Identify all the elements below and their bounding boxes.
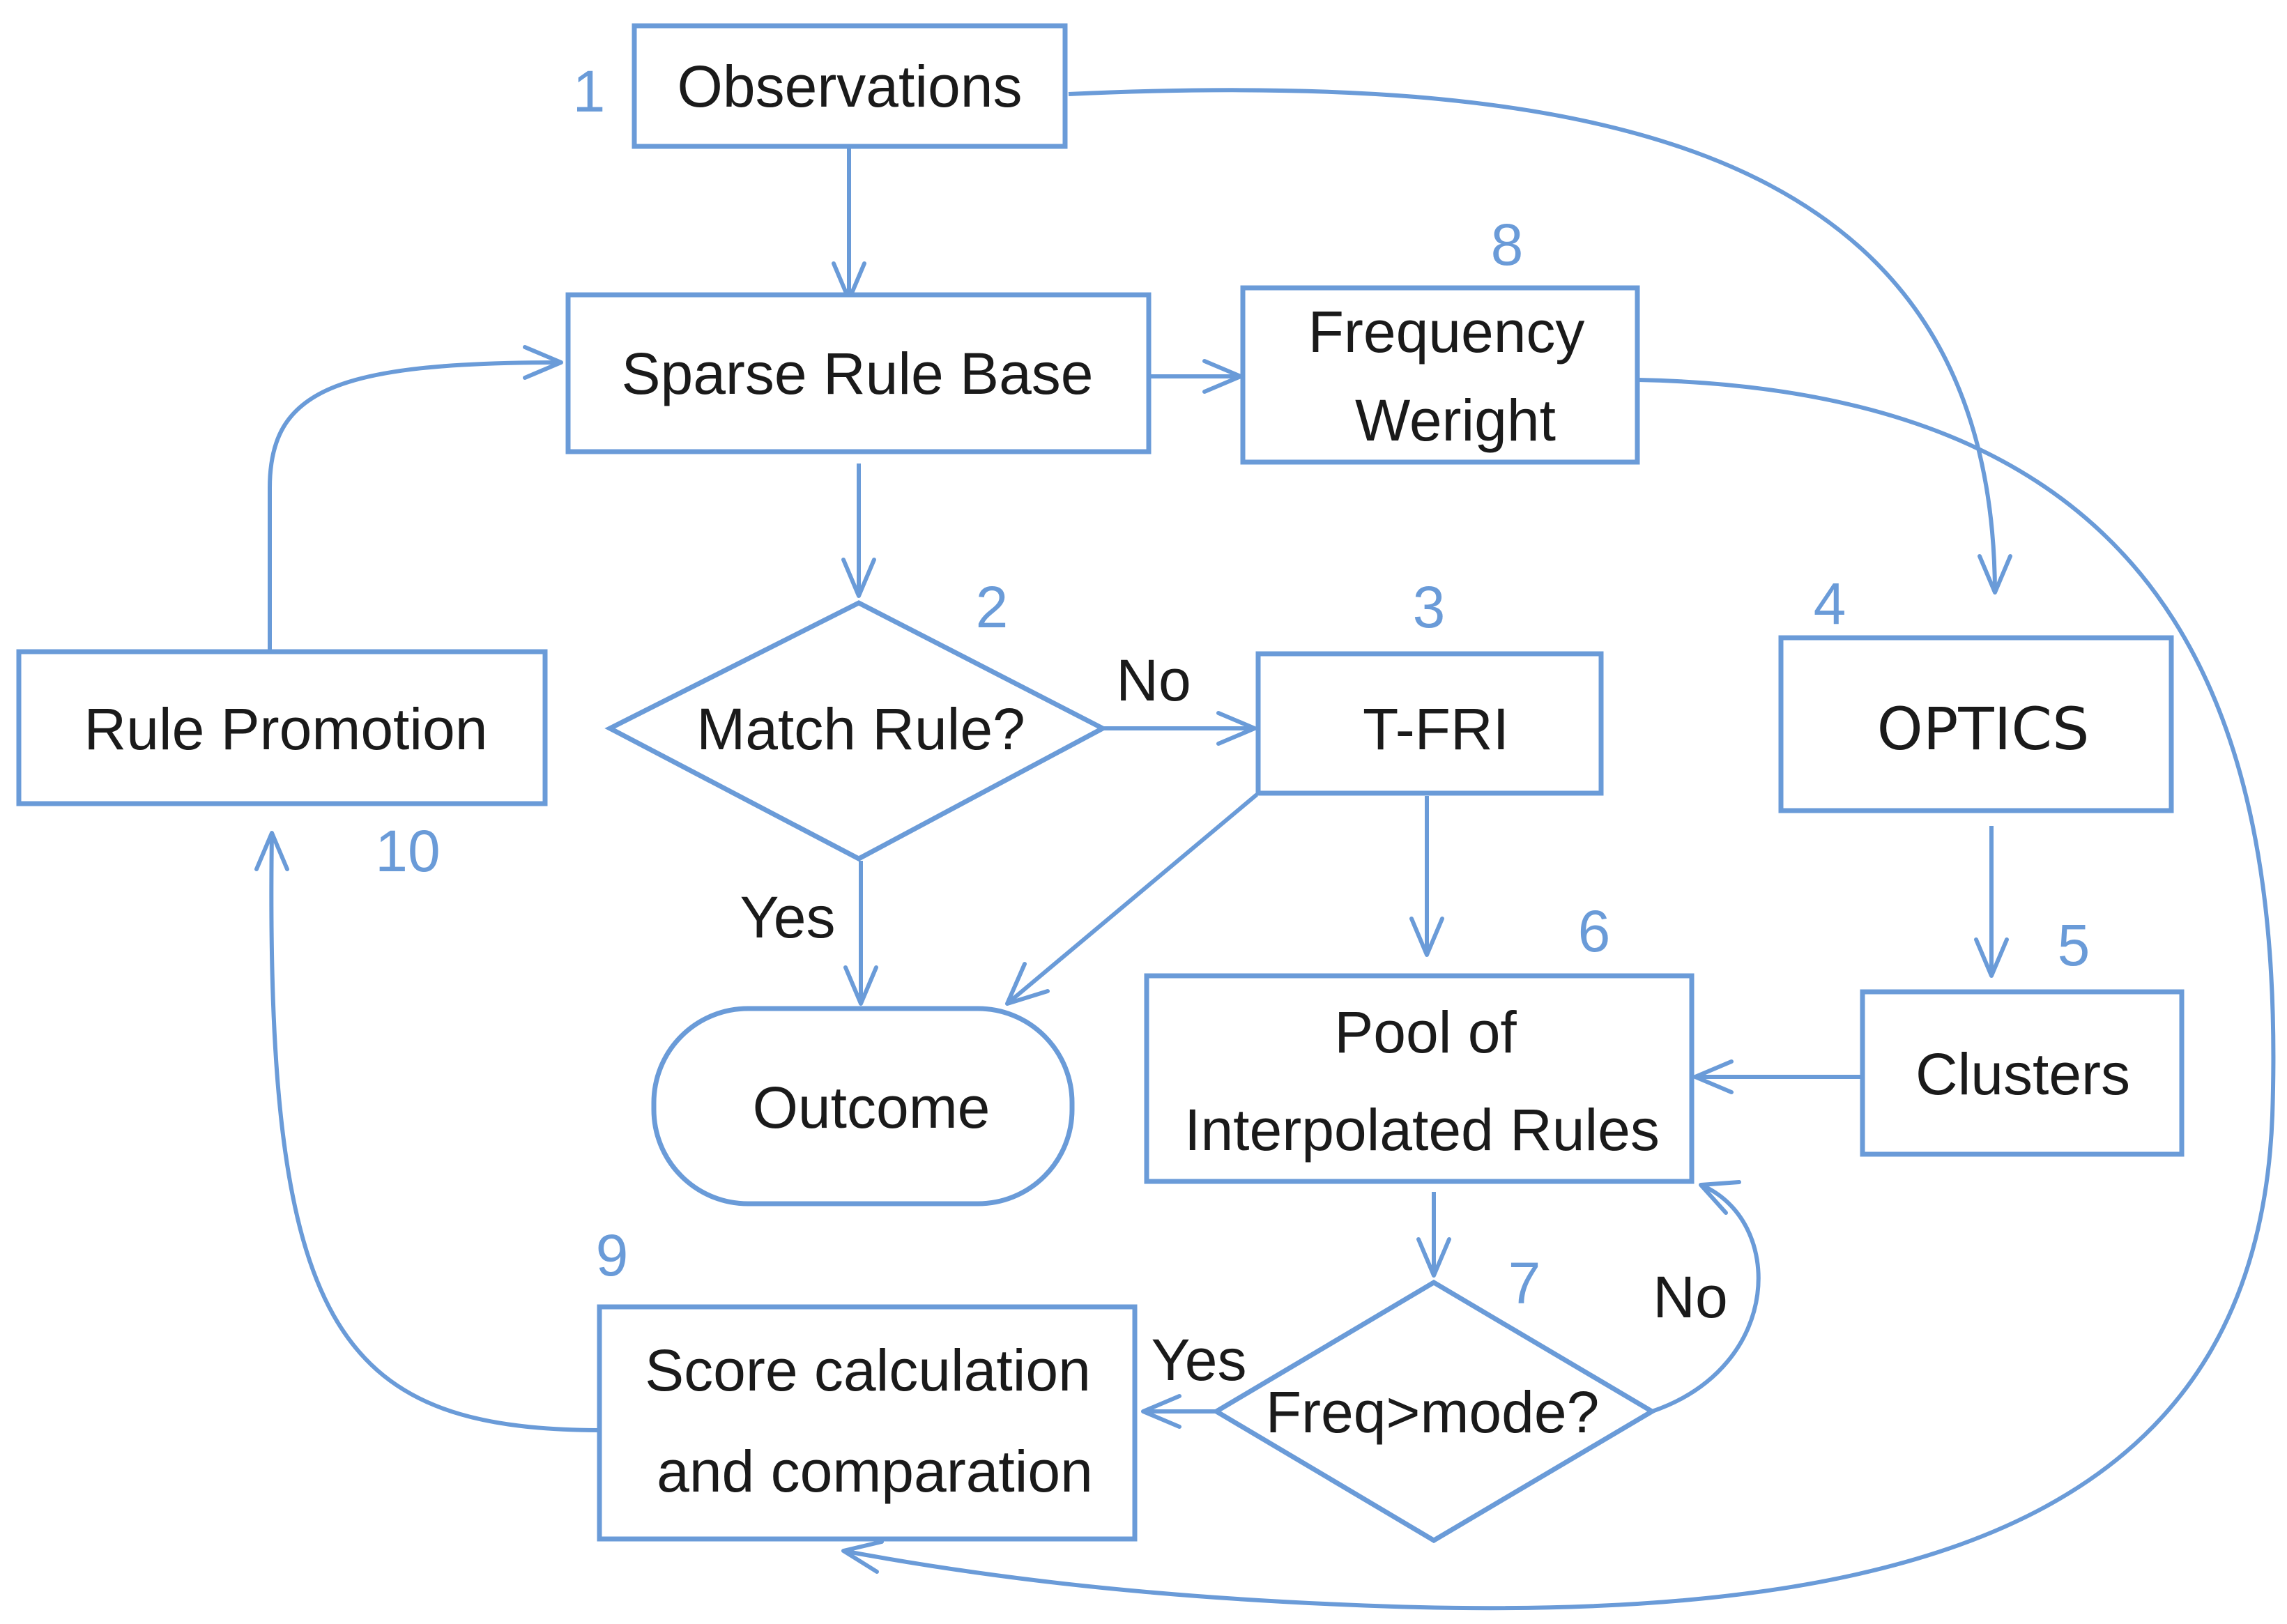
step-number-1: 1	[573, 59, 606, 124]
outcome-label: Outcome	[753, 1075, 990, 1140]
arrowhead-optics-top	[1978, 554, 2012, 595]
arrowhead-outcome-top	[843, 965, 878, 1006]
step-number-6: 6	[1578, 898, 1611, 964]
pool-label-line2: Interpolated Rules	[1184, 1097, 1660, 1163]
arrowhead-rulebase-left	[523, 345, 563, 380]
edge-tfri-to-outcome	[1006, 792, 1258, 1006]
node-t-fri: T-FRI	[1255, 651, 1604, 796]
step-number-5: 5	[2058, 912, 2090, 978]
arrowhead-pool-top	[1409, 917, 1444, 957]
step-number-2: 2	[976, 574, 1009, 640]
arrowhead-score-bottom	[841, 1540, 884, 1574]
observations-label: Observations	[678, 54, 1023, 119]
node-optics: OPTICS	[1778, 635, 2174, 813]
edge-labels: No Yes No Yes	[740, 648, 1727, 1393]
arrowhead-pool-right	[1693, 1059, 1734, 1094]
step-number-8: 8	[1491, 212, 1524, 277]
node-match-rule: Match Rule?	[604, 600, 1108, 861]
node-sparse-rule-base: Sparse Rule Base	[565, 292, 1152, 454]
node-frequency-weight: Frequency Weright	[1240, 285, 1640, 465]
node-outcome: Outcome	[651, 1006, 1075, 1206]
clusters-label: Clusters	[1915, 1041, 2130, 1107]
edge-freq-to-pool-no	[1651, 1183, 1761, 1414]
edge-observations-to-optics	[1068, 88, 1997, 593]
pool-label-line1: Pool of	[1334, 999, 1517, 1065]
match-no-label: No	[1116, 648, 1191, 713]
node-score-calculation: Score calculation and comparation	[597, 1304, 1138, 1542]
node-clusters: Clusters	[1860, 989, 2185, 1157]
arrowhead-outcome-diag	[1005, 962, 1050, 1006]
freq-mode-label: Freq>mode?	[1266, 1379, 1600, 1445]
arrowhead-freq-top	[1416, 1237, 1451, 1278]
step-numbers: 1 2 3 4 5 6 7 8 9 10	[375, 59, 2090, 1316]
edge-frequency-to-score	[843, 378, 2276, 1611]
step-number-7: 7	[1508, 1250, 1541, 1316]
frequency-weight-line1: Frequency	[1308, 299, 1585, 365]
arrowhead-pool-loop	[1699, 1180, 1741, 1215]
arrowhead-tfri-left	[1216, 711, 1257, 746]
match-yes-label: Yes	[740, 884, 835, 950]
edges	[254, 88, 2276, 1611]
arrowhead-clusters-top	[1974, 937, 2009, 978]
optics-label: OPTICS	[1877, 695, 2090, 763]
freq-no-label: No	[1653, 1264, 1727, 1330]
edge-promotion-to-rulebase	[268, 360, 562, 652]
node-rule-promotion: Rule Promotion	[16, 649, 548, 806]
node-observations: Observations	[632, 23, 1068, 149]
sparse-rule-base-label: Sparse Rule Base	[621, 341, 1093, 406]
match-rule-label: Match Rule?	[696, 696, 1025, 762]
step-number-9: 9	[596, 1223, 629, 1288]
score-label-line2: and comparation	[657, 1439, 1093, 1504]
frequency-weight-line2: Weright	[1355, 388, 1556, 453]
step-number-4: 4	[1814, 571, 1846, 636]
rule-promotion-label: Rule Promotion	[84, 696, 488, 762]
arrowhead-promotion-bottom	[254, 831, 289, 871]
freq-yes-label: Yes	[1151, 1327, 1246, 1393]
node-pool-of-interpolated-rules: Pool of Interpolated Rules	[1144, 973, 1695, 1184]
score-label-line1: Score calculation	[645, 1338, 1091, 1403]
edge-score-to-promotion	[269, 832, 599, 1432]
arrowhead-score-right	[1141, 1394, 1181, 1429]
arrowhead-match-top	[841, 558, 876, 598]
node-freq-mode: Freq>mode?	[1211, 1279, 1657, 1544]
step-number-10: 10	[375, 818, 440, 884]
step-number-3: 3	[1413, 574, 1446, 640]
t-fri-label: T-FRI	[1363, 696, 1509, 762]
